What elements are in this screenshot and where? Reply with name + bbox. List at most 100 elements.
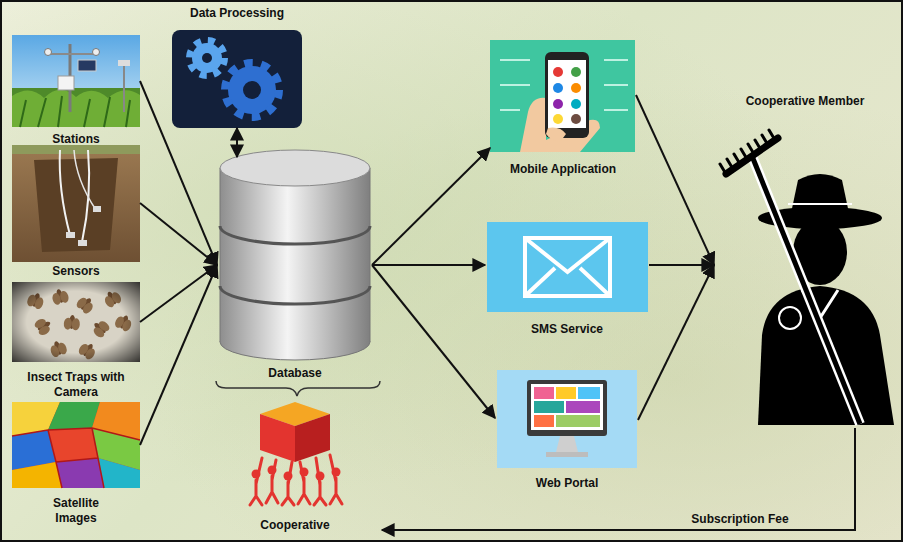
arrow-connector [638,265,714,420]
source-image: Insect Traps with Camera [10,281,142,399]
satellite-image-part [12,402,140,488]
soil-sensor-photo-part [74,150,96,210]
channel-image: Web Portal [494,368,640,490]
node-caption: SMS Service [531,322,603,336]
source-image: Satellite Images [10,401,142,525]
mobile-app-icon-part [571,83,581,93]
satellite-image-part [98,458,140,488]
weather-station-photo-part [93,49,100,56]
cooperative-icon-part-part [250,458,262,505]
monitor-icon-part [556,415,600,427]
weather-station-photo-part [123,60,125,112]
mobile-app-icon-part [571,67,581,77]
soil-sensor-photo-part [66,232,75,238]
node-caption: Stations [52,132,99,146]
satellite-image [12,402,140,488]
channel-image: SMS Service [484,220,650,336]
database-cylinder-part [220,226,370,244]
node-caption: Insect Traps with Camera [26,370,126,399]
satellite-image-part [56,458,104,488]
cooperative-icon-part [295,414,330,462]
cooperative-node: Cooperative [208,400,382,532]
arrow-connector [236,128,238,157]
arrow-connector [372,264,485,266]
weather-station-photo [12,35,140,127]
farmer-silhouette-part [752,156,860,424]
envelope-icon-part [525,268,610,296]
monitor-icon-part [534,387,554,399]
node-caption: Cooperative [260,518,329,532]
weather-station-photo-part [58,76,74,90]
mobile-app-icon-part [490,40,635,152]
farmer-silhouette [720,130,894,425]
farmer-silhouette-part [788,203,852,205]
envelope-icon-part [525,238,610,272]
mobile-app-icon-part [546,128,566,142]
mobile-app-icon-part [548,60,586,128]
insect-trap-photo-part [12,282,140,362]
monitor-icon-part [566,401,600,413]
gears-icon-part [243,81,261,99]
mobile-app-icon-part [571,99,581,109]
arrow-connector [636,95,714,265]
process-panel: Data Processing [170,6,304,130]
gears-icon-part [225,63,279,117]
monitor-icon [497,370,637,468]
arrow-connector [140,203,217,265]
mobile-app-icon-part [545,52,589,138]
cooperative-icon-part-part [314,458,326,505]
farmer-silhouette-part [752,156,860,424]
soil-sensor-photo-part [12,145,140,154]
monitor-icon-part [556,436,578,452]
monitor-icon-part [531,384,603,430]
cooperative-icon-part-part [282,462,294,505]
monitor-icon-part [546,452,588,457]
satellite-image-part [12,428,140,488]
edge-label: Subscription Fee [691,512,788,526]
soil-sensor-photo-part [34,158,118,252]
database-cylinder-part [220,150,370,186]
weather-station-photo-part [45,49,52,56]
arrow-connector [649,264,714,266]
node-caption: Mobile Application [510,162,616,176]
satellite-image-part [48,402,100,430]
cooperative-icon-part-part [266,460,278,503]
node-heading: Data Processing [190,6,284,20]
source-image: Sensors [10,144,142,278]
soil-sensor-photo-part [78,240,87,246]
farmer-silhouette-part [720,130,775,174]
monitor-icon-part [497,370,637,468]
weather-station-photo-part [12,35,140,127]
soil-sensor-photo-part [60,150,70,235]
node-caption: Web Portal [536,476,598,490]
gears-icon-part [192,43,222,73]
envelope-icon [487,222,648,312]
insect-trap-photo [12,282,140,362]
database-cylinder [220,150,370,360]
node-heading: Cooperative Member [746,94,865,108]
cooperative-icon-part [260,414,295,462]
node-caption: Sensors [52,264,99,278]
bracket [216,381,380,396]
satellite-image-part [48,428,98,462]
gears-icon-part [190,41,225,76]
mobile-app-icon-part [553,67,563,77]
node-caption: Database [268,366,321,380]
gears-icon-part [202,53,212,63]
insect-trap-photo-part [12,282,140,362]
weather-station-photo-part [12,88,140,127]
soil-sensor-photo-part [12,145,140,262]
weather-station-photo-part [20,96,130,127]
cooperative-icon-part-part [298,462,310,504]
source-image: Stations [10,34,142,146]
monitor-icon-part [534,401,564,413]
mobile-app-icon-part [553,114,563,124]
weather-station-photo-part [118,60,130,66]
database-cylinder-part [370,168,371,342]
arrow-connector [372,148,490,265]
monitor-icon-part [534,415,554,427]
database-cylinder-part [220,286,370,304]
weather-station-photo-part [78,60,96,71]
farmer-silhouette-part [790,174,850,218]
